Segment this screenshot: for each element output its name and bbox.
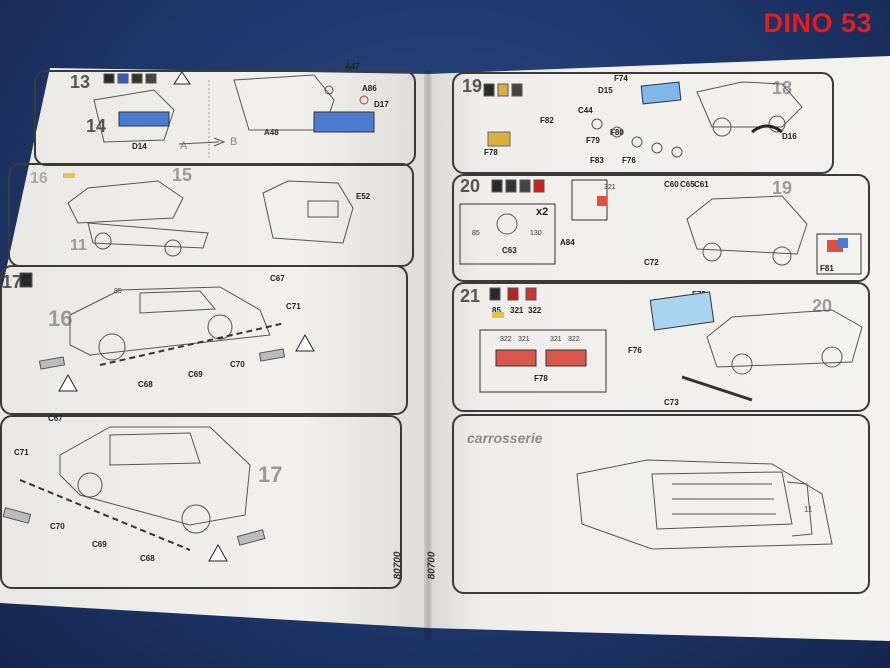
part-code: C69: [188, 370, 203, 379]
part-code: C70: [50, 522, 65, 531]
part-code: A47: [345, 62, 360, 71]
part-code: D16: [782, 132, 797, 141]
panel3-drawing: [19, 272, 315, 392]
panel-step-17b: [0, 415, 402, 589]
part-code: F78: [534, 374, 548, 383]
part-code: F81: [820, 264, 834, 273]
part-code: A86: [362, 84, 377, 93]
right-instruction-page: [428, 56, 890, 641]
light-code: 322: [500, 336, 512, 343]
part-code: F78: [484, 148, 498, 157]
light-code: 321: [550, 336, 562, 343]
paint-code: 321: [510, 306, 524, 315]
panel1-drawing: [93, 71, 375, 158]
number-label: 321: [604, 184, 616, 191]
part-code: C72: [644, 258, 659, 267]
light-code: 321: [518, 336, 530, 343]
step-number: 21: [460, 286, 481, 306]
left-instruction-page: [0, 68, 428, 628]
panel-step-19-18: [452, 72, 834, 174]
carrosserie-drawing: 11: [576, 459, 833, 550]
part-code: C61: [694, 180, 709, 189]
part-code: C68: [138, 380, 153, 389]
step-number: 16: [30, 170, 48, 187]
step-number: 20: [460, 176, 481, 196]
part-code: F79: [586, 136, 600, 145]
number-label: 130: [530, 230, 542, 237]
arrow-b-label: B: [230, 136, 238, 148]
panel-step-17: [0, 265, 408, 415]
panel4-drawing: [2, 426, 266, 562]
panel2-drawing: [63, 173, 354, 257]
part-code: C67: [270, 274, 285, 283]
part-code: C67: [48, 414, 63, 423]
part-code: A48: [264, 128, 279, 137]
watermark-text: DINO 53: [763, 8, 872, 38]
part-code: C60: [664, 180, 679, 189]
step-number: 17: [258, 462, 283, 487]
part-code: F83: [590, 156, 604, 165]
part-code: A84: [560, 238, 575, 247]
page-number: 80700: [392, 551, 404, 580]
step-number: 17: [2, 272, 23, 292]
panel-step-13-14: [34, 70, 416, 166]
step-number: 11: [70, 237, 87, 254]
paint-code: 85: [492, 306, 501, 315]
panel-carrosserie: [452, 414, 870, 594]
part-code: E52: [356, 192, 371, 201]
part-code: D15: [598, 86, 613, 95]
part-code: C70: [230, 360, 245, 369]
part-code: C69: [92, 540, 107, 549]
part-code: C65: [680, 180, 695, 189]
panel-step-20-19: [452, 174, 870, 282]
arrow-a-label: A: [180, 140, 188, 152]
part-code: C71: [14, 448, 29, 457]
number-label: 85: [472, 230, 480, 237]
part-code: F76: [628, 346, 642, 355]
part-code: F76: [622, 156, 636, 165]
step-number: 16: [48, 306, 73, 331]
step-number: 19: [462, 76, 483, 96]
svg-text:11: 11: [804, 505, 813, 514]
paint-code: 322: [528, 306, 542, 315]
step-number: 15: [172, 165, 193, 185]
booklet-spine: [424, 70, 432, 640]
panel6-drawing: [459, 179, 862, 275]
part-code: D14: [132, 142, 147, 151]
carrosserie-title: carrosserie: [467, 430, 543, 446]
part-code: D17: [374, 100, 389, 109]
part-code: C44: [578, 106, 593, 115]
light-code: 322: [568, 336, 580, 343]
panel7-drawing: [479, 287, 863, 402]
panel-step-21-20: [452, 282, 870, 412]
part-code: F74: [614, 74, 628, 83]
part-code: C68: [140, 554, 155, 563]
step-number: 18: [772, 78, 793, 98]
panel5-drawing: [483, 81, 803, 158]
step-number: 19: [772, 178, 793, 198]
part-code: F80: [610, 128, 624, 137]
part-code: C63: [502, 246, 517, 255]
part-code: F82: [540, 116, 554, 125]
multiplier-label: x2: [536, 206, 549, 218]
page-number: 80700: [426, 551, 438, 580]
part-code: C73: [664, 398, 679, 407]
step-number: 13: [70, 72, 91, 92]
part-code: C71: [286, 302, 301, 311]
